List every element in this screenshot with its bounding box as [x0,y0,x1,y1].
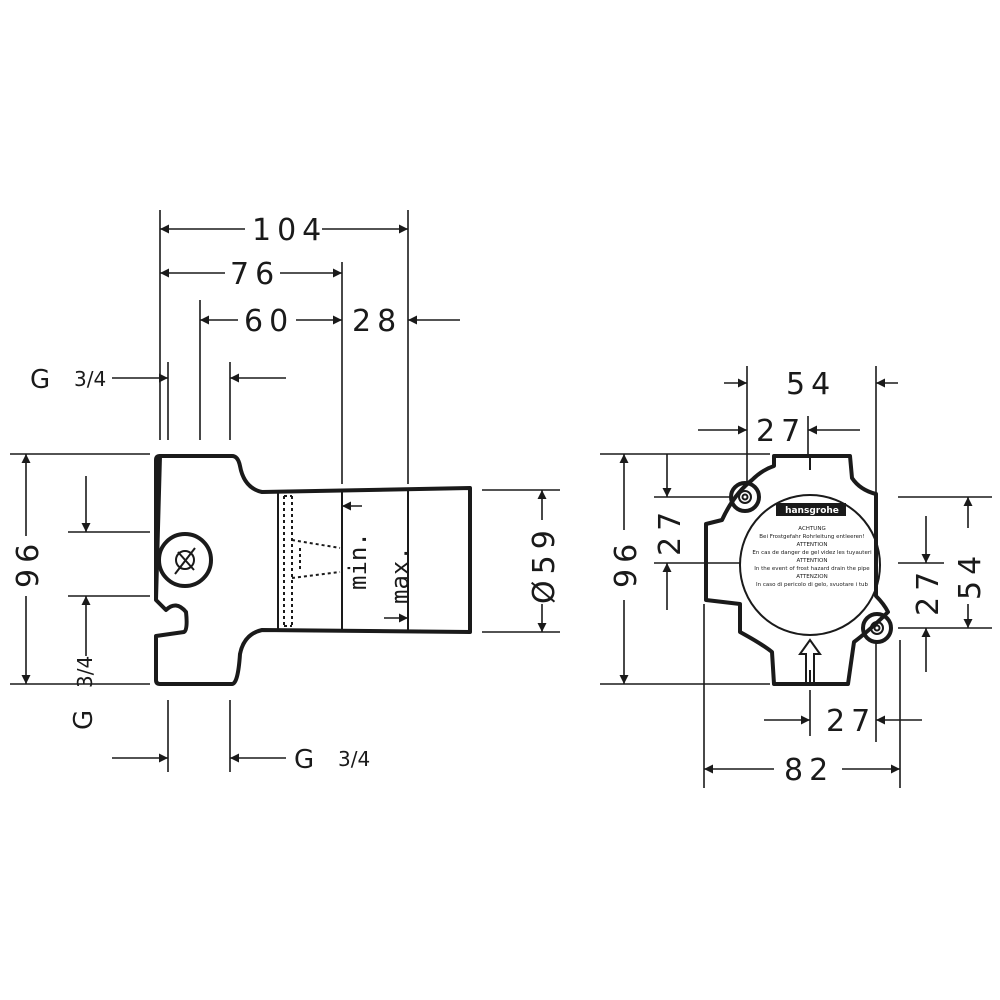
dim-top-width: 54 [786,367,836,402]
warning-line-1: ACHTUNG [798,526,825,532]
warning-line-5: ATTENTION [797,558,828,564]
dim-overall-width: 82 [784,753,834,788]
warning-line-6: In the event of frost hazard drain the p… [754,566,870,572]
side-view: 104 76 60 28 G 3/4 96 3/4 G G 3/4 [10,210,562,775]
dim-height-front: 96 [609,538,644,588]
dim-right-offset: 27 [911,566,946,616]
port-top-left [729,481,761,513]
central-disc [739,494,881,636]
port-bottom-right [861,612,893,644]
dim-top-half: 27 [756,414,806,449]
warning-line-4: En cas de danger de gel videz les tuyaut… [752,550,872,556]
dim-bottom-offset: 27 [826,704,876,739]
dim-diameter: Ø59 [527,524,562,604]
thread-left-fraction: 3/4 [73,656,97,688]
front-view: hansgrohe ACHTUNG Bei Frostgefahr Rohrle… [600,366,992,788]
warning-line-7: ATTENZION [796,574,827,580]
thread-left-letter: G [69,710,99,730]
brand-bar [776,503,846,516]
valve-body-outline [154,454,472,686]
dim-port-to-min: 60 [244,304,294,339]
label-min: min. [344,532,372,590]
thread-top-letter: G [30,365,50,395]
dim-height-side: 96 [11,538,46,588]
dim-to-min: 76 [230,257,280,292]
brand-logo: hansgrohe [785,506,839,516]
port-circle [157,532,213,588]
cartridge-dotted-outline [283,495,293,627]
dim-overall-length: 104 [252,213,327,248]
flow-arrow [798,638,822,684]
dim-depth-range: 28 [352,304,402,339]
dim-left-offset: 27 [653,506,688,556]
warning-line-8: In caso di pericolo di gelo, svuotare i … [756,582,868,588]
thread-top-fraction: 3/4 [74,367,106,391]
label-max: max. [386,546,414,604]
dim-right-height: 54 [953,550,988,600]
thread-bottom-fraction: 3/4 [338,747,370,771]
warning-line-2: Bei Frostgefahr Rohrleitung entleeren! [759,534,864,540]
warning-line-3: ATTENTION [797,542,828,548]
thread-bottom-letter: G [294,745,314,775]
